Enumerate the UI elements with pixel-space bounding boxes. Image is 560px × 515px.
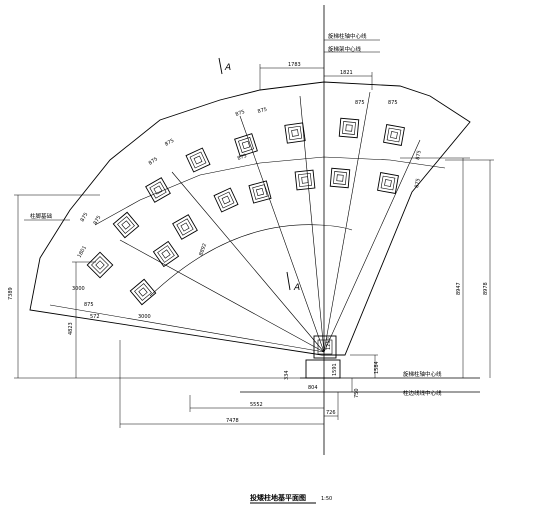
axis-label-top-2: 旋梯架中心线 — [328, 45, 362, 53]
dim-top-b: 1821 — [340, 70, 353, 76]
footing — [172, 214, 198, 240]
dim-bottom-2: 7478 — [226, 418, 239, 424]
dim-left-v2: 4823 — [68, 322, 74, 335]
dim-left-s1: 1801 — [77, 245, 89, 259]
dim-left-s2: 3000 — [72, 286, 85, 292]
central-column — [305, 335, 341, 379]
dim-center-1: 804 — [308, 385, 318, 391]
dim-left-v1: 7389 — [8, 287, 14, 300]
radial-lines — [49, 91, 421, 353]
dim-foot-10: 875 — [93, 215, 103, 226]
footing — [383, 124, 405, 146]
dimension-lines — [14, 39, 494, 428]
axis-label-right-1: 旋梯柱轴中心线 — [403, 370, 442, 378]
dim-center-2: 750 — [354, 388, 360, 398]
footing — [145, 177, 171, 203]
dim-center-3: 1584 — [374, 361, 380, 374]
section-mark-top: A — [218, 57, 231, 75]
footing — [329, 167, 351, 189]
dim-foot-7: 875 — [415, 150, 423, 160]
footing — [294, 169, 316, 191]
dim-foot-1: 875 — [148, 156, 159, 166]
footing — [86, 251, 114, 279]
beam-arc — [94, 156, 446, 226]
dim-radius: 8892 — [198, 243, 208, 257]
footing — [234, 133, 258, 157]
dim-right-v1: 8947 — [456, 282, 462, 295]
slab-outline — [29, 81, 471, 356]
dim-foot-4: 875 — [257, 107, 268, 115]
footing — [213, 187, 239, 213]
dim-foot-3: 875 — [235, 109, 246, 118]
dim-top-a: 1783 — [288, 62, 301, 68]
dim-foot-12: 875 — [237, 153, 248, 162]
footing — [185, 147, 211, 173]
dim-bottom-3: 726 — [326, 410, 336, 416]
axis-label-right-2: 柱边线线中心线 — [403, 389, 442, 397]
dim-right-v2: 8978 — [483, 282, 489, 295]
dim-left-s3: 3000 — [138, 314, 151, 320]
axis-label-top-1: 旋梯柱轴中心线 — [328, 32, 367, 40]
section-label-middle: A — [293, 283, 300, 293]
inner-arc — [149, 224, 353, 297]
dim-foot-6: 875 — [388, 100, 398, 106]
dim-foot-9: 875 — [80, 212, 90, 223]
dim-center-4: 1591 — [332, 363, 338, 376]
footing — [129, 278, 157, 306]
dim-bottom-1: 5552 — [250, 402, 263, 408]
drawing-scale: 1:50 — [321, 496, 332, 502]
drawing-title: 投矮柱地基平面图 — [250, 493, 306, 502]
dim-center-5: 1250 — [326, 337, 332, 350]
dim-foot-2: 875 — [164, 138, 175, 148]
dim-foot-11: 875 — [84, 302, 94, 308]
footing — [152, 240, 180, 268]
dim-foot-5: 875 — [355, 100, 365, 106]
footing — [248, 180, 272, 204]
dim-center-6: 334 — [284, 370, 290, 380]
dim-left-s4: 572 — [90, 314, 100, 320]
axis-label-left-1: 柱脚基础 — [30, 212, 53, 220]
dim-foot-8: 875 — [414, 178, 422, 188]
footing — [284, 122, 306, 144]
footing — [112, 211, 140, 239]
footing — [338, 117, 360, 139]
footing — [377, 172, 399, 194]
section-label-top: A — [224, 63, 231, 73]
section-mark-middle: A — [286, 271, 300, 293]
